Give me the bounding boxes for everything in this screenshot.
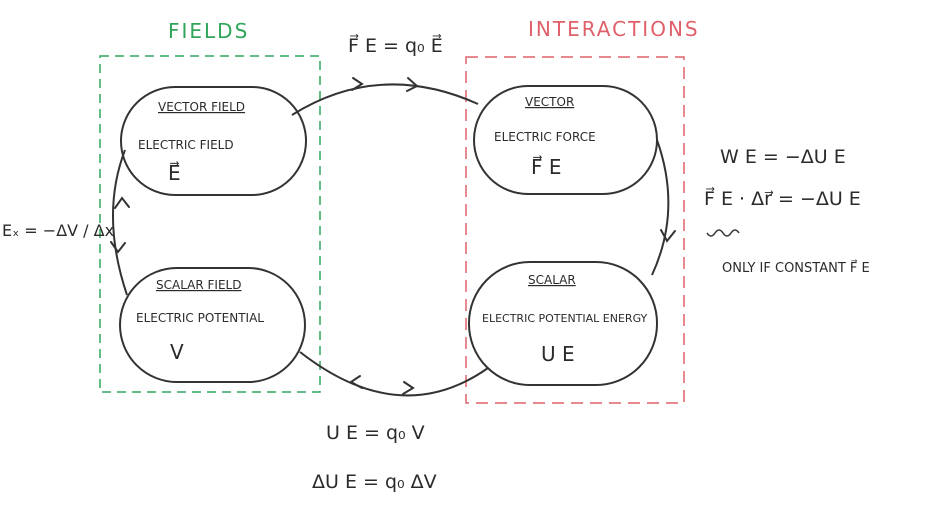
interactions-group-frame	[465, 56, 685, 404]
scalar-interaction-name: ELECTRIC POTENTIAL ENERGY	[482, 312, 648, 325]
vector-interaction-heading: VECTOR	[525, 95, 574, 109]
formula-energy-from-potential: U E = q₀ V	[326, 422, 425, 444]
fields-group-title: FIELDS	[168, 19, 249, 43]
formula-work-energy: W E = −ΔU E	[720, 146, 846, 168]
vector-field-heading: VECTOR FIELD	[158, 100, 245, 114]
formula-force-from-field: F⃗ E = q₀ E⃗	[348, 34, 443, 57]
edge-field-potential	[112, 149, 128, 296]
scalar-field-symbol: V	[170, 340, 184, 364]
interactions-group-title: INTERACTIONS	[528, 17, 700, 41]
formula-field-from-potential: Eₓ = −ΔV / Δx	[2, 221, 114, 240]
vector-interaction-symbol: F⃗ E	[531, 154, 562, 179]
formula-delta-energy: ΔU E = q₀ ΔV	[312, 471, 437, 493]
arrowhead-left-up	[114, 196, 130, 209]
underline-squiggle	[706, 229, 740, 237]
scalar-field-node	[119, 267, 306, 383]
scalar-field-name: ELECTRIC POTENTIAL	[136, 311, 264, 325]
vector-interaction-name: ELECTRIC FORCE	[494, 130, 596, 144]
arrowhead-left-down	[110, 241, 126, 254]
arrowhead-right	[660, 229, 676, 243]
edge-force-energy	[651, 139, 670, 276]
constant-force-note: ONLY IF CONSTANT F⃗ E	[722, 260, 870, 276]
scalar-field-heading: SCALAR FIELD	[156, 278, 241, 292]
formula-force-displacement: F⃗ E · Δr⃗ = −ΔU E	[704, 187, 861, 210]
arrowhead-bottom-right	[402, 381, 415, 395]
vector-field-name: ELECTRIC FIELD	[138, 138, 234, 152]
scalar-interaction-node	[468, 261, 658, 386]
arrowhead-bottom-left	[349, 375, 363, 389]
arrowhead-top-left	[351, 77, 364, 91]
vector-field-symbol: E⃗	[168, 160, 181, 185]
fields-group-frame	[99, 55, 321, 393]
scalar-interaction-symbol: U E	[541, 342, 575, 366]
vector-field-node	[120, 86, 307, 196]
scalar-interaction-heading: SCALAR	[528, 273, 576, 287]
edge-potential-energy	[299, 351, 489, 397]
arrowhead-top-right	[406, 77, 419, 92]
edge-field-force	[291, 83, 479, 116]
